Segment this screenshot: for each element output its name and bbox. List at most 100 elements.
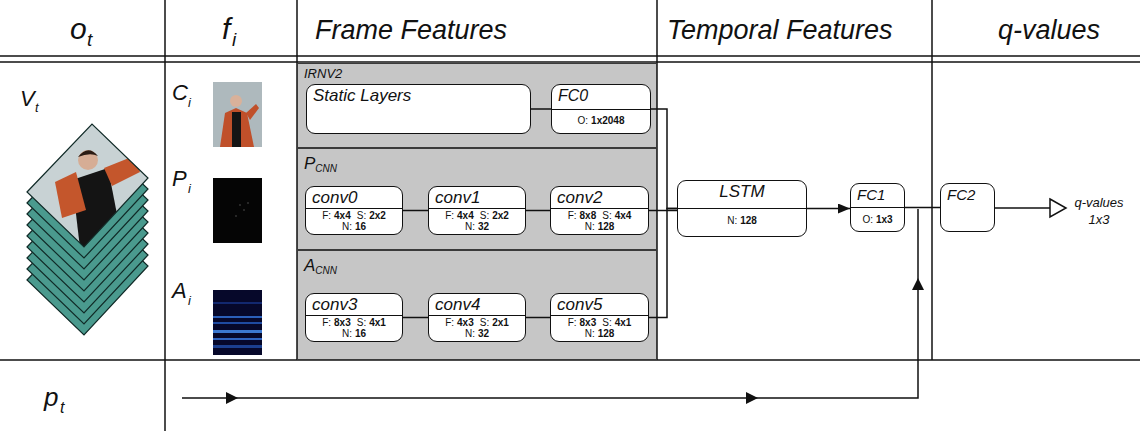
detail-row: N:16 [306,328,402,339]
person-head [230,95,242,107]
param-key: N: [342,221,352,232]
panel-heading: ACNN [304,256,337,276]
box-heading: conv0 [312,188,357,208]
box-divider [429,315,525,316]
box-heading: conv1 [435,188,480,208]
layer-box: conv1F:4x4S:2x2N:32 [428,186,526,235]
box-heading: FC2 [947,185,975,205]
param-value: 32 [478,328,489,339]
panel-region: ACNNconv3F:8x3S:4x1N:16conv4F:4x3S:2x1N:… [297,250,657,360]
param-value: 128 [598,328,615,339]
box-heading-row: conv2 [551,188,648,208]
box-divider [429,208,525,209]
box-details: F:8x3S:4x1N:16 [306,317,402,339]
param-value: 2x1 [492,317,509,328]
connector [807,208,850,210]
pose-dot [239,204,241,206]
param-value: 8x8 [580,210,597,221]
box-heading-row: Static Layers [307,86,530,106]
person-shirt [232,112,241,147]
box-heading: FC1 [857,185,885,205]
detail-row: F:4x4S:2x2 [429,210,525,221]
detail-line: N:128 [727,215,757,226]
box-divider [551,315,648,316]
param-value: 4x3 [457,317,474,328]
box-divider [551,208,648,209]
connector [905,207,940,209]
detail-line: N:32 [465,328,489,339]
panel-name: A [304,256,315,275]
param-value: 128 [740,215,757,226]
detail-line: N:16 [342,328,366,339]
detail-line: F:8x8S:4x4 [568,210,632,221]
text-label: i [188,182,191,195]
box-details: F:4x3S:2x1N:32 [429,317,525,339]
text-label: i [188,96,191,109]
box-heading-row: conv4 [429,295,525,315]
panel-name: P [304,154,315,173]
box-divider [552,109,650,110]
output-wire [995,207,1050,209]
layer-box: Static Layers [306,84,531,134]
text-label: f [222,14,230,44]
param-key: F: [445,317,454,328]
param-value: 1x2048 [591,115,624,126]
detail-row: N:128 [551,328,648,339]
detail-line: F:8x3S:4x1 [322,317,386,328]
param-key: N: [727,215,737,226]
text-label: Frame Features [315,17,507,44]
param-value: 4x4 [457,210,474,221]
param-value: 8x3 [334,317,351,328]
box-details: O:1x2048 [552,115,650,126]
text-label: i [232,30,236,49]
text-label: A [172,280,187,302]
text-label: o [70,14,87,44]
box-details: N:128 [678,215,806,226]
panel-heading: IRNV2 [304,66,342,81]
layer-box: FC0O:1x2048 [551,84,651,134]
detail-line: O:1x2048 [578,115,625,126]
layer-box: FC2 [940,183,995,232]
param-value: 32 [478,221,489,232]
wire-arrowhead [912,278,924,290]
text-label: Temporal Features [667,17,893,44]
box-heading-row: FC2 [941,185,994,205]
param-key: F: [322,210,331,221]
layer-box: conv5F:8x3S:4x1N:128 [550,293,649,342]
param-key: N: [585,328,595,339]
detail-row: F:8x8S:4x4 [551,210,648,221]
detail-row: F:8x3S:4x1 [551,317,648,328]
panel-region: IRNV2Static Layers FC0O:1x2048 [297,63,657,148]
spectrogram-band [213,322,262,324]
panel-region: PCNNconv0F:4x4S:2x2N:16conv1F:4x4S:2x2N:… [297,148,657,250]
person-jacket [55,172,86,218]
param-value: 2x2 [369,210,386,221]
param-key: O: [862,214,873,225]
frame-background [20,120,155,250]
person-arm [246,104,259,120]
param-key: F: [322,317,331,328]
box-heading-row: conv1 [429,188,525,208]
layer-box: FC1O:1x3 [850,183,905,232]
spectrogram-band [213,302,262,304]
text-label: t [35,101,39,114]
wire-arrowhead [226,392,238,404]
box-heading: Static Layers [313,86,411,106]
output-arrowhead [1050,199,1066,217]
box-details: F:8x8S:4x4N:128 [551,210,648,232]
param-value: 1x3 [876,214,893,225]
param-value: 8x3 [580,317,597,328]
text-label: V [20,88,35,110]
param-value: 4x1 [369,317,386,328]
column-rule [164,0,166,431]
detail-line: F:4x4S:2x2 [445,210,509,221]
person-head [78,150,98,170]
param-key: S: [357,210,366,221]
detail-line: F:4x3S:2x1 [445,317,509,328]
panel-heading: PCNN [304,154,337,174]
detail-row: F:4x4S:2x2 [306,210,402,221]
layer-box: conv3F:8x3S:4x1N:16 [305,293,403,342]
person-jacket [104,156,140,186]
param-key: S: [480,210,489,221]
text-label: P [172,168,187,190]
